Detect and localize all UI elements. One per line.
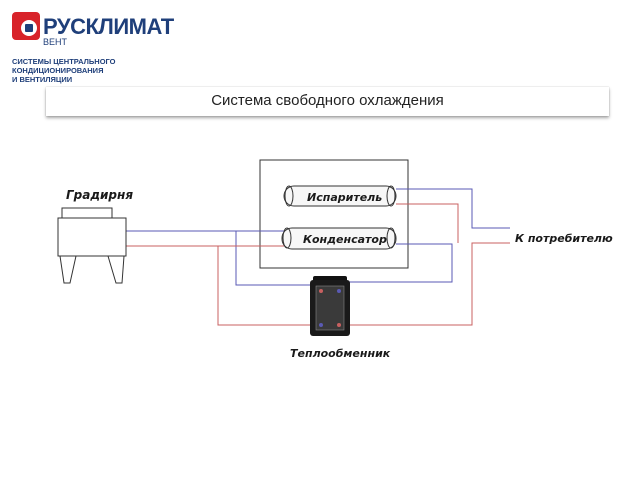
heat-exchanger-port-br (337, 323, 341, 327)
brand-sub: ВЕНТ (43, 37, 68, 47)
tower-return-loop (217, 246, 312, 326)
logo-mark-icon (12, 12, 40, 40)
brand-name: РУСКЛИМАТ (43, 14, 174, 39)
tagline-line-2: КОНДИЦИОНИРОВАНИЯ (12, 66, 104, 75)
condenser-body (281, 227, 397, 250)
page-title: Система свободного охлаждения (211, 92, 444, 109)
tagline-line-1: СИСТЕМЫ ЦЕНТРАЛЬНОГО (12, 57, 116, 66)
evaporator-cap-right (386, 185, 396, 207)
brand-logo: РУСКЛИМАТ ВЕНТ СИСТЕМЫ ЦЕНТРАЛЬНОГО КОНД… (12, 12, 182, 84)
evaporator: Испаритель (283, 185, 397, 207)
return-lines (126, 203, 510, 326)
brand-tagline: СИСТЕМЫ ЦЕНТРАЛЬНОГО КОНДИЦИОНИРОВАНИЯ И… (12, 57, 162, 84)
heat-exchanger-plate (315, 285, 345, 331)
evaporator-to-consumer-line (396, 188, 510, 229)
condenser-label: Конденсатор (303, 233, 387, 246)
evaporator-body (283, 185, 397, 207)
tagline-line-3: И ВЕНТИЛЯЦИИ (12, 75, 73, 84)
consumer-return-line (348, 242, 510, 326)
cooling-tower-leg-left (59, 255, 77, 284)
consumer-label: К потребителю (515, 232, 613, 245)
chiller-enclosure (259, 159, 409, 269)
cooling-tower-fan (61, 207, 113, 219)
heat-exchanger-port-tr (337, 289, 341, 293)
evaporator-return-line (396, 203, 459, 243)
condenser: Конденсатор (281, 227, 397, 250)
heat-exchanger-label: Теплообменник (290, 347, 391, 360)
cooling-tower-body (57, 217, 127, 257)
heat-exchanger-port-tl (319, 289, 323, 293)
condenser-cap-right (386, 227, 396, 249)
heat-exchanger-blue-right-line (348, 243, 453, 283)
heat-exchanger-blue-line (235, 231, 312, 286)
cooling-tower-leg-right (107, 255, 125, 284)
title-bar: Система свободного охлаждения (46, 87, 609, 116)
evaporator-cap-left (284, 185, 294, 207)
heat-exchanger (310, 276, 350, 336)
supply-lines (126, 188, 510, 286)
evaporator-label: Испаритель (307, 191, 382, 204)
heat-exchanger-port-bl (319, 323, 323, 327)
cooling-tower (57, 207, 127, 284)
cooling-tower-label: Градирня (66, 188, 133, 202)
condenser-cap-left (282, 227, 292, 249)
